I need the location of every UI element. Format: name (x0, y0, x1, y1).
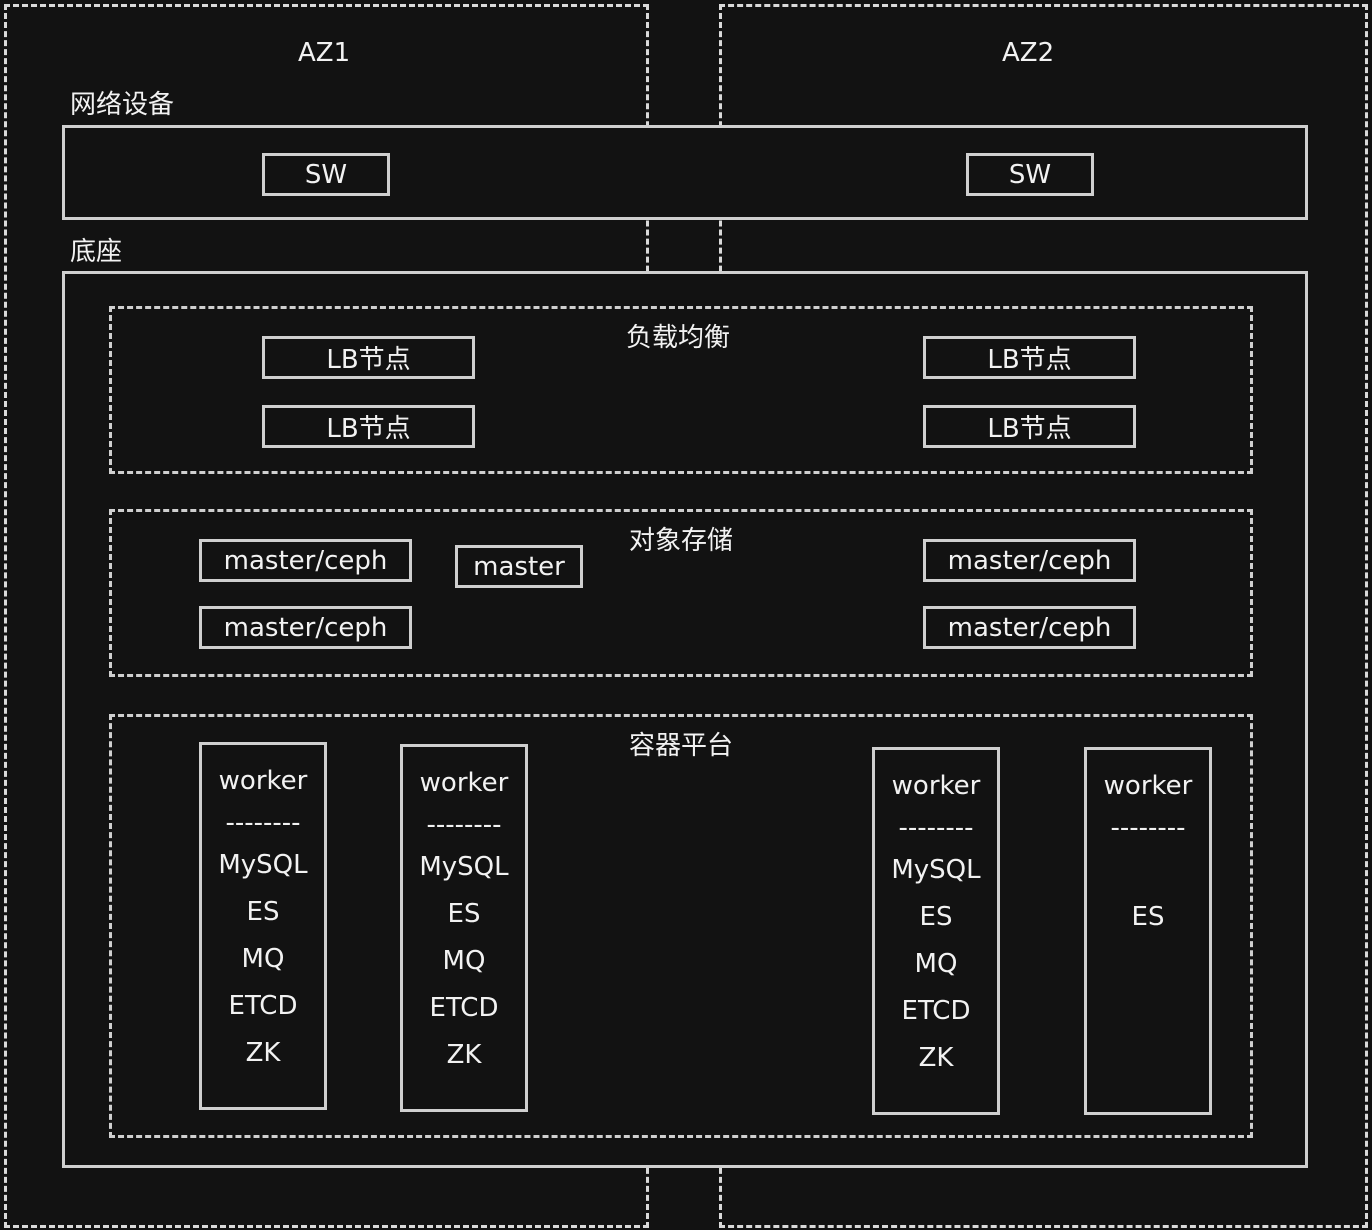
az1-label: AZ1 (298, 38, 351, 68)
worker-title: worker (1103, 771, 1193, 801)
storage-node: master/ceph (199, 539, 412, 582)
az2-label: AZ2 (1002, 38, 1055, 68)
worker-service: ES (447, 899, 481, 929)
worker-divider: -------- (1110, 813, 1186, 843)
worker-service: ES (246, 897, 280, 927)
worker-service: MySQL (891, 855, 981, 885)
lb-node: LB节点 (262, 336, 475, 379)
object-storage-group (109, 509, 1253, 677)
lb-node: LB节点 (262, 405, 475, 448)
storage-node: master/ceph (923, 606, 1136, 649)
lb-node: LB节点 (923, 405, 1136, 448)
worker-divider: -------- (225, 808, 301, 838)
storage-master-node: master (455, 545, 583, 588)
worker-title: worker (218, 766, 308, 796)
worker-service: ETCD (901, 996, 971, 1026)
az2-switch: SW (966, 153, 1094, 196)
load-balancer-group (109, 306, 1253, 474)
worker-service: MQ (914, 949, 958, 979)
worker-service: ES (1131, 902, 1165, 932)
worker-divider: -------- (898, 813, 974, 843)
worker-service: ETCD (228, 991, 298, 1021)
worker-service: ZK (245, 1038, 281, 1068)
worker-node: worker -------- MySQL ES MQ ETCD ZK (199, 742, 327, 1110)
worker-node: worker -------- MySQL ES MQ ETCD ZK (872, 747, 1000, 1115)
base-label: 底座 (70, 237, 123, 267)
storage-node: master/ceph (923, 539, 1136, 582)
worker-service: MySQL (419, 852, 509, 882)
az1-switch: SW (262, 153, 390, 196)
network-devices-group (62, 125, 1308, 220)
worker-service: ZK (446, 1040, 482, 1070)
worker-title: worker (891, 771, 981, 801)
storage-node: master/ceph (199, 606, 412, 649)
worker-node: worker -------- MySQL ES MQ ETCD ZK (400, 744, 528, 1112)
worker-service: MySQL (218, 850, 308, 880)
worker-title: worker (419, 768, 509, 798)
network-devices-label: 网络设备 (70, 90, 175, 120)
worker-service: ETCD (429, 993, 499, 1023)
object-storage-label: 对象存储 (629, 526, 734, 556)
worker-divider: -------- (426, 810, 502, 840)
container-platform-group (109, 714, 1253, 1138)
container-platform-label: 容器平台 (629, 731, 734, 761)
load-balancer-label: 负载均衡 (626, 323, 731, 353)
worker-service: MQ (442, 946, 486, 976)
worker-service: ZK (918, 1043, 954, 1073)
worker-service: ES (919, 902, 953, 932)
lb-node: LB节点 (923, 336, 1136, 379)
worker-node: worker -------- ES (1084, 747, 1212, 1115)
worker-service: MQ (241, 944, 285, 974)
